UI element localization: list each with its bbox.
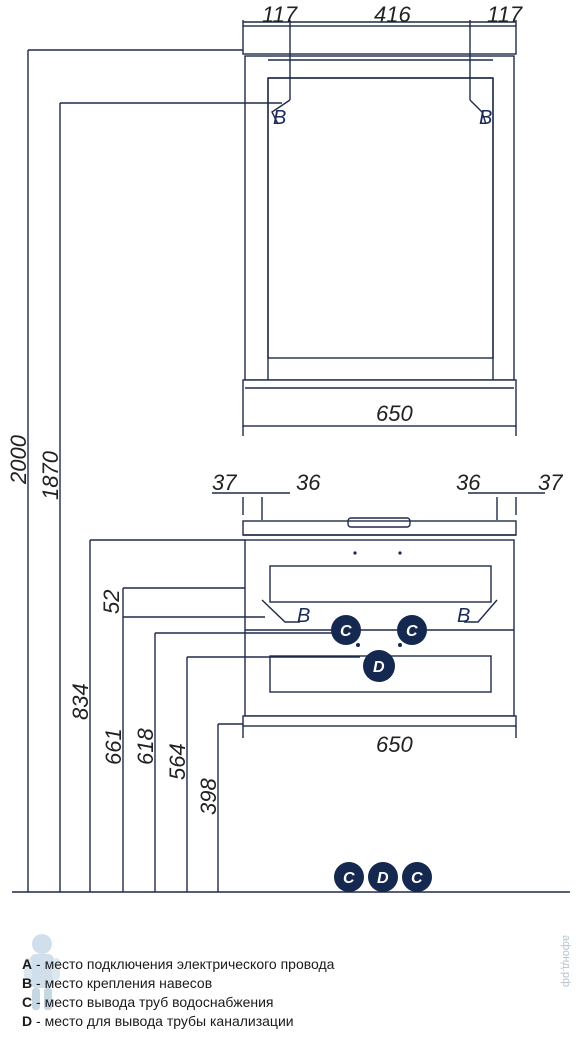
- watermark: афонд.рф: [560, 935, 572, 988]
- height-564: 564: [165, 743, 190, 780]
- height-661: 661: [101, 728, 126, 765]
- cabinet-dim-3: 36: [456, 470, 481, 495]
- cabinet-dim-1: 37: [212, 470, 237, 495]
- cabinet-mount-mark-right: B: [457, 605, 470, 627]
- technical-drawing: 117 416 117 650 B B 37 36 36 37 650 B B …: [6, 2, 570, 893]
- mirror-dim-right: 117: [487, 2, 523, 27]
- mirror-mount-mark-right: B: [479, 107, 492, 129]
- svg-text:D: D: [373, 659, 385, 676]
- cabinet-mount-mark-left: B: [297, 605, 310, 627]
- cabinet-top-drawer: [269, 565, 492, 603]
- floor-badge-c-right: C: [402, 862, 432, 892]
- mirror-dim-left: 117: [262, 2, 298, 27]
- mirror-dim-center: 416: [374, 2, 411, 27]
- legend-item-a: A - место подключения электрического про…: [22, 956, 335, 972]
- cabinet-plinth: [242, 715, 517, 727]
- pipe-badge-right: C: [397, 615, 427, 645]
- pipe-badge-left: C: [331, 615, 361, 645]
- legend-item-b: B - место крепления навесов: [22, 975, 213, 991]
- mirror-width: 650: [376, 401, 413, 426]
- height-618: 618: [133, 728, 158, 765]
- legend: A - место подключения электрического про…: [22, 955, 542, 1031]
- floor-badge-c-left: C: [334, 862, 364, 892]
- basin-rim: [347, 517, 411, 528]
- mirror-top-shelf: [242, 25, 517, 55]
- legend-item-d: D - место для вывода трубы канализации: [22, 1013, 294, 1029]
- height-1870: 1870: [38, 450, 63, 500]
- mirror-mount-mark-left: B: [273, 107, 286, 129]
- svg-text:C: C: [343, 870, 355, 887]
- height-834: 834: [68, 683, 93, 720]
- svg-text:C: C: [411, 870, 423, 887]
- height-2000: 2000: [6, 434, 31, 485]
- svg-text:C: C: [406, 623, 418, 640]
- height-398: 398: [196, 778, 221, 815]
- legend-item-c: C - место вывода труб водоснабжения: [22, 994, 274, 1010]
- plumber-mascot-icon: [24, 934, 60, 1010]
- height-52: 52: [99, 590, 124, 614]
- cabinet-dim-2: 36: [296, 470, 321, 495]
- cabinet-dim-4: 37: [538, 470, 563, 495]
- cabinet-top: [242, 520, 517, 536]
- mirror-glass: [267, 77, 494, 359]
- drain-badge: D: [363, 650, 395, 682]
- floor-badge-d: D: [368, 862, 398, 892]
- cabinet-width: 650: [376, 732, 413, 757]
- svg-text:D: D: [377, 870, 389, 887]
- svg-text:C: C: [340, 623, 352, 640]
